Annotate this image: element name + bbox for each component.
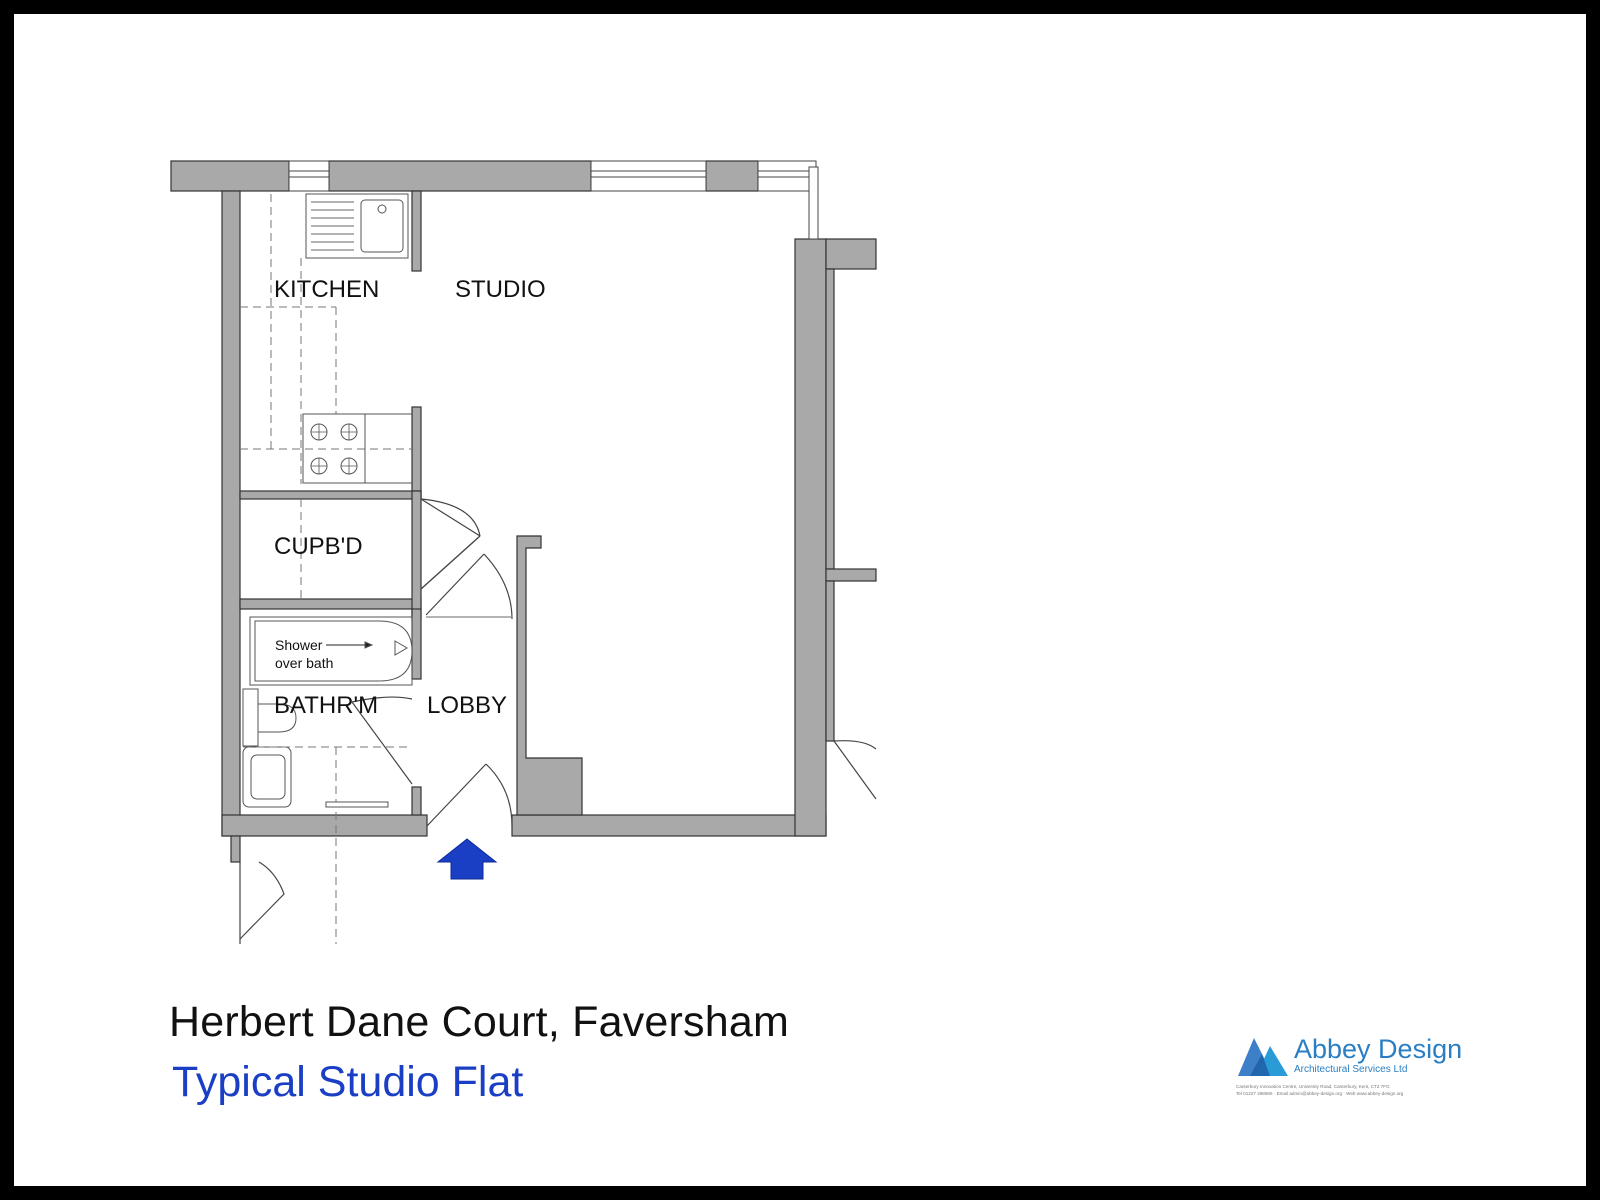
room-label-kitchen: KITCHEN <box>274 276 379 303</box>
top-wall-middle <box>328 160 592 192</box>
left-wall <box>221 190 241 837</box>
toilet <box>242 746 292 808</box>
arrow-right-icon <box>364 641 374 649</box>
windows <box>288 160 819 240</box>
kitchen-fixtures <box>240 193 412 484</box>
walls <box>170 160 877 863</box>
drawing-title: Herbert Dane Court, Faversham <box>169 998 789 1046</box>
bottom-wall-left <box>221 814 428 837</box>
bathroom-right-wall-low <box>411 786 422 816</box>
floor-plan: KITCHEN STUDIO CUPB'D BATHR'M LOBBY Show… <box>170 160 877 944</box>
logo-company-name: Abbey Design <box>1294 1034 1463 1064</box>
kitchen-partition-low <box>411 406 422 498</box>
cupboard-top-wall <box>239 490 422 500</box>
cupboard-door <box>420 498 481 537</box>
neighbour-wall-mid <box>825 568 877 582</box>
neighbour-wall-lower-v <box>825 580 835 742</box>
shower-head-icon <box>394 640 408 656</box>
room-label-cupboard: CUPB'D <box>274 533 363 560</box>
logo-address: Canterbury Innovation Centre, University… <box>1236 1084 1390 1089</box>
kitchen-partition-top <box>411 190 422 272</box>
cupboard-bottom-wall <box>239 598 422 610</box>
basin <box>242 688 259 747</box>
window-corner <box>757 160 817 192</box>
bathroom-fixtures <box>242 616 413 944</box>
room-label-bathroom: BATHR'M <box>274 692 378 719</box>
company-logo: Abbey Design Architectural Services Ltd … <box>1236 1032 1496 1112</box>
right-wall <box>794 238 827 837</box>
room-label-lobby: LOBBY <box>427 692 507 719</box>
logo-tagline: Architectural Services Ltd <box>1294 1064 1408 1075</box>
lobby-partition <box>516 535 583 816</box>
neighbour-wall-mid-v <box>825 268 835 570</box>
top-wall-left <box>170 160 290 192</box>
window-studio <box>590 160 707 192</box>
neighbour-door <box>833 740 877 800</box>
entrance-door <box>426 763 513 827</box>
drawing-sheet: KITCHEN STUDIO CUPB'D BATHR'M LOBBY Show… <box>14 14 1586 1186</box>
up-arrow-icon <box>436 838 498 880</box>
sink-drain-icon <box>377 204 387 214</box>
bathroom-door <box>351 696 413 785</box>
mountain-logo-icon <box>1238 1038 1288 1076</box>
window-kitchen <box>288 160 330 192</box>
hob <box>302 413 366 484</box>
bathroom-right-wall <box>411 608 422 680</box>
cupboard-right-wall <box>411 490 422 620</box>
window-corner-side <box>808 166 819 240</box>
neighbour-wall-upper <box>825 238 877 270</box>
hob-rings <box>310 423 358 475</box>
corridor-door <box>239 861 285 940</box>
doors <box>239 498 877 944</box>
logo-contact: Tel 01227 298666 · Email admin@abbey-des… <box>1236 1091 1404 1096</box>
room-label-studio: STUDIO <box>455 276 546 303</box>
bottom-wall-right <box>511 814 827 837</box>
drawing-subtitle: Typical Studio Flat <box>172 1058 524 1106</box>
studio-door <box>425 553 513 620</box>
corridor-wall <box>230 835 241 863</box>
top-wall-pier <box>705 160 759 192</box>
shower-annotation-line2: over bath <box>275 655 333 671</box>
towel-rail <box>325 801 389 808</box>
shower-annotation-line1: Shower <box>275 637 323 653</box>
